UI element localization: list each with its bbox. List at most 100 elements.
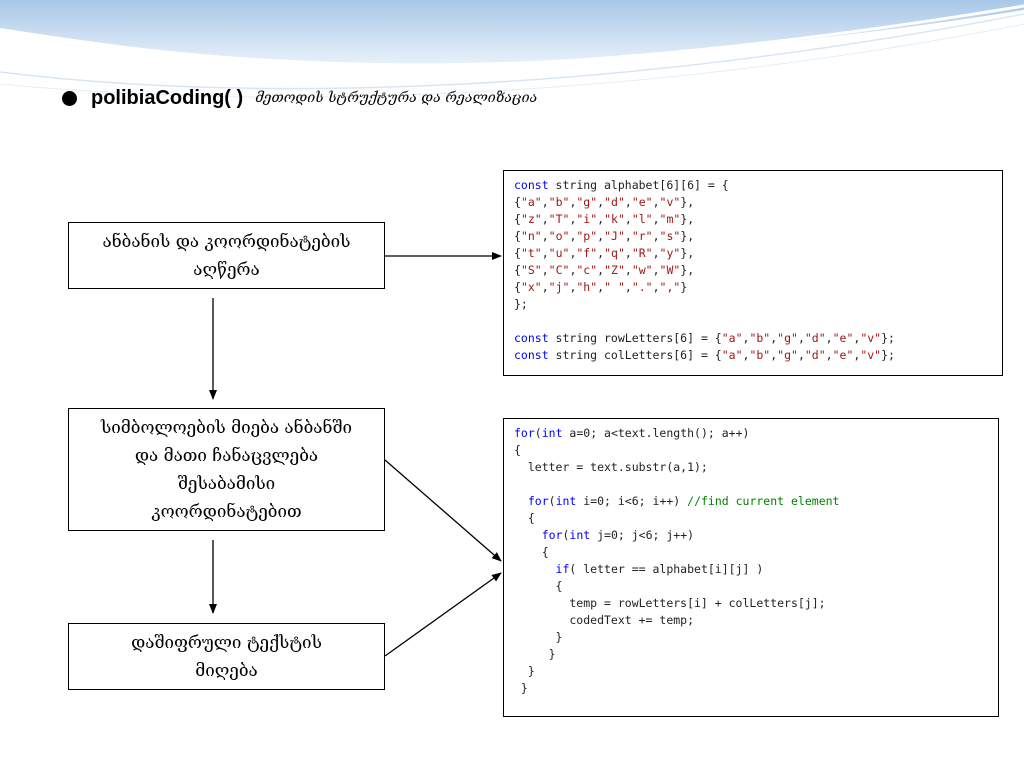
code-string: "d" xyxy=(804,331,826,345)
code-text: , xyxy=(742,331,750,345)
code-text: , xyxy=(853,348,861,362)
code-text: , xyxy=(652,263,660,277)
code-keyword: int xyxy=(569,528,591,542)
code-text: , xyxy=(770,331,778,345)
code-line: } xyxy=(514,646,988,663)
code-line: temp = rowLetters[i] + colLetters[j]; xyxy=(514,595,988,612)
code-line xyxy=(514,476,988,493)
code-text: , xyxy=(569,246,577,260)
code-string: "T" xyxy=(548,212,570,226)
code-text: , xyxy=(597,212,605,226)
code-string: "m" xyxy=(659,212,681,226)
code-line: } xyxy=(514,680,988,697)
code-keyword: if xyxy=(555,562,570,576)
code-text: { xyxy=(514,511,535,525)
code-text: , xyxy=(541,212,549,226)
code-text: , xyxy=(597,263,605,277)
code-text: , xyxy=(569,212,577,226)
code-text: , xyxy=(825,348,833,362)
code-line: { xyxy=(514,510,988,527)
code-string: "f" xyxy=(576,246,598,260)
code-comment: //find current element xyxy=(687,494,840,508)
code-text: string alphabet[6][6] = { xyxy=(548,178,729,192)
code-text xyxy=(514,562,556,576)
code-text: , xyxy=(569,229,577,243)
code-string: "i" xyxy=(576,212,598,226)
code-text: , xyxy=(597,280,605,294)
code-text: ( letter == alphabet[i][j] ) xyxy=(569,562,764,576)
code-text: , xyxy=(541,195,549,209)
flow-step-alphabet-definition: ანბანის და კოორდინატების აღწერა xyxy=(68,222,385,289)
code-text: } xyxy=(514,664,535,678)
code-keyword: const xyxy=(514,178,549,192)
code-string: "W" xyxy=(659,263,681,277)
code-string: "e" xyxy=(631,195,653,209)
code-keyword: const xyxy=(514,331,549,345)
code-line: const string alphabet[6][6] = { xyxy=(514,177,992,194)
code-text: }; xyxy=(881,331,895,345)
code-text: } xyxy=(514,647,556,661)
code-text: { xyxy=(514,229,521,243)
code-line: {"a","b","g","d","e","v"}, xyxy=(514,194,992,211)
code-line: for(int j=0; j<6; j++) xyxy=(514,527,988,544)
code-text: , xyxy=(597,195,605,209)
code-keyword: int xyxy=(555,494,577,508)
code-text: , xyxy=(624,263,632,277)
code-text: { xyxy=(514,263,521,277)
code-line: const string colLetters[6] = {"a","b","g… xyxy=(514,347,992,364)
code-string: "e" xyxy=(832,348,854,362)
code-text: temp = rowLetters[i] + colLetters[j]; xyxy=(514,596,826,610)
code-line: { xyxy=(514,544,988,561)
code-text: ( xyxy=(534,426,542,440)
code-string: "o" xyxy=(548,229,570,243)
title-method-name: polibiaCoding( ) xyxy=(91,86,244,109)
code-text: , xyxy=(541,246,549,260)
code-string: "a" xyxy=(520,195,542,209)
code-string: "q" xyxy=(604,246,625,260)
code-string: "R" xyxy=(631,246,653,260)
code-text: , xyxy=(569,263,577,277)
code-string: "n" xyxy=(520,229,542,243)
code-string: "." xyxy=(631,280,653,294)
code-keyword: for xyxy=(514,426,535,440)
code-line: {"x","j","h"," ",".",","} xyxy=(514,279,992,296)
code-text: , xyxy=(742,348,750,362)
code-text: }; xyxy=(514,297,528,311)
title-subtitle: მეთოდის სტრუქტურა და რეალიზაცია xyxy=(255,90,538,106)
code-string: "e" xyxy=(832,331,854,345)
code-line: } xyxy=(514,629,988,646)
code-text: { xyxy=(514,545,549,559)
code-text: , xyxy=(624,280,632,294)
code-string: "S" xyxy=(520,263,542,277)
code-text: }, xyxy=(680,212,695,226)
code-string: "v" xyxy=(860,348,882,362)
code-line: { xyxy=(514,578,988,595)
code-text: , xyxy=(597,229,605,243)
code-text: string colLetters[6] = { xyxy=(548,348,722,362)
code-string: "b" xyxy=(749,348,771,362)
code-text: } xyxy=(514,681,528,695)
code-keyword: for xyxy=(527,494,549,508)
code-string: "a" xyxy=(721,348,743,362)
code-block-declarations: const string alphabet[6][6] = {{"a","b",… xyxy=(503,170,1003,376)
code-line: {"S","C","c","Z","w","W"}, xyxy=(514,262,992,279)
code-text: j=0; j<6; j++) xyxy=(590,528,695,542)
code-text: ( xyxy=(562,528,570,542)
code-text: , xyxy=(797,348,805,362)
flow-step-encrypted-text: დაშიფრული ტექსტის მიღება xyxy=(68,623,385,690)
code-text: , xyxy=(652,246,660,260)
code-string: "b" xyxy=(749,331,771,345)
code-text: }, xyxy=(680,246,695,260)
code-string: "d" xyxy=(804,348,826,362)
code-text: codedText += temp; xyxy=(514,613,695,627)
code-text: } xyxy=(680,280,688,294)
code-block-encoding-loop: for(int a=0; a<text.length(); a++){ lett… xyxy=(503,418,999,717)
code-text: , xyxy=(541,280,549,294)
code-text: } xyxy=(514,630,563,644)
code-text: , xyxy=(569,280,577,294)
code-text xyxy=(514,494,528,508)
code-line: const string rowLetters[6] = {"a","b","g… xyxy=(514,330,992,347)
code-string: "t" xyxy=(520,246,542,260)
code-line: if( letter == alphabet[i][j] ) xyxy=(514,561,988,578)
code-string: " " xyxy=(604,280,625,294)
